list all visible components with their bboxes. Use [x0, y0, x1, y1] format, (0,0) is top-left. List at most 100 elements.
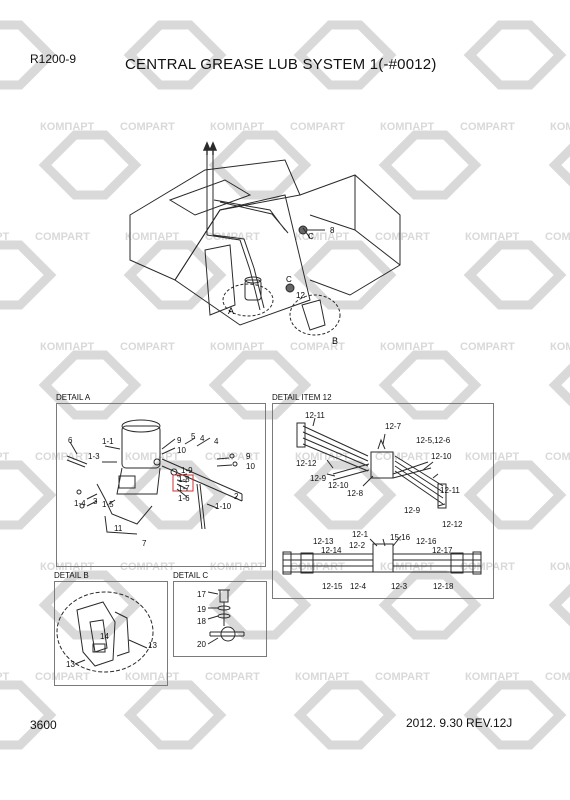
part-label: 12-9	[404, 506, 421, 515]
detail-item12-drawing	[282, 417, 482, 575]
part-label: 1-6	[178, 494, 190, 503]
detail-b-label: DETAIL B	[54, 571, 89, 580]
part-label: 12-9	[310, 474, 327, 483]
part-label: 7	[142, 539, 147, 548]
watermark-text: КОМПАРТ	[380, 561, 434, 573]
part-label: 1-8	[178, 475, 190, 484]
part-label: 9	[177, 436, 182, 445]
detail-c-drawing	[207, 589, 245, 645]
watermark-logo	[123, 20, 227, 90]
watermark-text: КОМПАРТ	[465, 451, 519, 463]
detail-c-panel	[173, 581, 267, 657]
watermark-text: COMPART	[205, 451, 260, 463]
watermark-logo	[123, 240, 227, 310]
watermark-logo	[208, 130, 312, 200]
watermark-logo	[293, 680, 397, 750]
watermark-text: КОМПАРТ	[295, 451, 349, 463]
watermark-text: КОМПАРТ	[210, 121, 264, 133]
watermark-logo	[548, 143, 570, 187]
watermark-text: КОМПАРТ	[40, 561, 94, 573]
watermark-logo	[548, 583, 570, 627]
watermark-text: COMPART	[35, 671, 90, 683]
watermark-logo	[208, 570, 312, 640]
part-label: 14	[100, 632, 109, 641]
part-label: 12-18	[433, 582, 454, 591]
part-label: 19	[197, 605, 206, 614]
watermark-text: КОМПАРТ	[210, 341, 264, 353]
watermark-text: КОМПАРТ	[550, 561, 570, 573]
part-label: 5	[191, 432, 196, 441]
watermark-logo	[463, 20, 567, 90]
label-b: B	[332, 336, 338, 346]
part-label: 12-15	[322, 582, 343, 591]
part-label: 12-10	[328, 481, 349, 490]
part-label: 13	[66, 660, 75, 669]
part-label: 15,16	[390, 533, 411, 542]
part-label: 1-7	[178, 484, 190, 493]
watermark-text: КОМПАРТ	[295, 231, 349, 243]
model-code: R1200-9	[30, 52, 77, 66]
watermark-logo	[378, 570, 482, 640]
part-label: 12-10	[431, 452, 452, 461]
part-label: 6	[68, 436, 73, 445]
page-title: CENTRAL GREASE LUB SYSTEM 1(-#0012)	[125, 56, 437, 73]
watermark-text: КОМПАРТ	[0, 671, 9, 683]
watermark-text: КОМПАРТ	[295, 671, 349, 683]
watermark-logo	[38, 130, 142, 200]
watermark-logo	[548, 363, 570, 407]
label-12: 12	[296, 291, 305, 300]
watermark-logo	[0, 460, 57, 530]
part-label: 12-16	[416, 537, 437, 546]
watermark-text: КОМПАРТ	[40, 121, 94, 133]
watermark-logo	[208, 350, 312, 420]
part-label: 12-11	[305, 411, 325, 420]
watermark-text: COMPART	[375, 451, 430, 463]
part-label: 4	[200, 434, 205, 443]
part-label: 12-7	[385, 422, 402, 431]
part-label: 12-13	[313, 537, 334, 546]
part-label: 2	[234, 492, 239, 501]
part-label: 17	[197, 590, 206, 599]
watermark-text: КОМПАРТ	[380, 341, 434, 353]
part-label: 1-9	[181, 466, 193, 475]
watermark-logo	[463, 240, 567, 310]
part-label: 10	[177, 446, 186, 455]
watermark-logo	[123, 680, 227, 750]
watermark-logo	[38, 350, 142, 420]
watermark-logo	[463, 680, 567, 750]
part-label: 12-5,12-6	[416, 436, 451, 445]
part-label: 12-11	[440, 486, 460, 495]
watermark-text: КОМПАРТ	[125, 231, 179, 243]
watermark-text: COMPART	[545, 671, 570, 683]
detail-b-drawing	[56, 591, 154, 673]
part-label: 20	[197, 640, 206, 649]
detail-a-panel	[56, 403, 266, 567]
watermark-text: КОМПАРТ	[550, 121, 570, 133]
watermark-text: COMPART	[290, 121, 345, 133]
detail-b-panel	[54, 581, 168, 686]
part-label: 1-5	[102, 500, 114, 509]
watermark-text: КОМПАРТ	[465, 671, 519, 683]
watermark-logo	[293, 460, 397, 530]
watermark-text: COMPART	[375, 231, 430, 243]
part-label: 3	[93, 497, 98, 506]
watermark-text: КОМПАРТ	[125, 451, 179, 463]
label-c-upper: C	[308, 232, 314, 241]
part-label: 12-17	[432, 546, 453, 555]
watermark-text: COMPART	[35, 231, 90, 243]
watermark-text: COMPART	[120, 341, 175, 353]
detail-item12-label: DETAIL ITEM 12	[272, 393, 332, 402]
detail-a-label: DETAIL A	[56, 393, 91, 402]
watermark-text: COMPART	[545, 451, 570, 463]
watermark-text: КОМПАРТ	[0, 231, 9, 243]
label-a: A	[228, 306, 234, 316]
part-label: 12-1	[352, 530, 369, 539]
watermark-logo	[0, 20, 57, 90]
part-label: 1-1	[102, 437, 114, 446]
watermark-text: КОМПАРТ	[380, 121, 434, 133]
part-label: 11	[114, 524, 123, 533]
watermark-logo	[293, 240, 397, 310]
watermark-text: COMPART	[290, 561, 345, 573]
part-label: 9	[246, 452, 251, 461]
